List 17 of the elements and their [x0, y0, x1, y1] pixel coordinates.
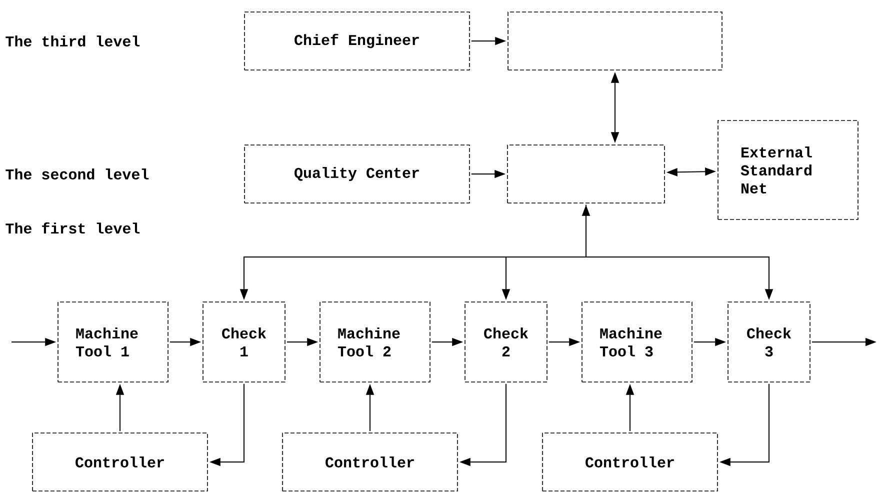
empty-box: [507, 144, 665, 204]
level-label: The third level: [6, 35, 140, 46]
process-box: Controller: [542, 432, 718, 492]
process-box: Controller: [32, 432, 208, 492]
level-label: The first level: [6, 222, 140, 234]
level-label: The second level: [6, 168, 149, 180]
process-box: Check 2: [464, 302, 548, 382]
process-box: Quality Center: [244, 144, 470, 204]
process-box: External Standard Net: [718, 120, 858, 220]
process-box: Machine Tool 3: [582, 302, 692, 382]
process-box: Machine Tool 2: [320, 302, 430, 382]
process-box: Check 1: [202, 302, 286, 382]
process-box: Controller: [282, 432, 458, 492]
process-box: Chief Engineer: [244, 12, 470, 70]
empty-box: [508, 12, 722, 70]
process-box: Machine Tool 1: [58, 302, 168, 382]
process-box: Check 3: [728, 302, 810, 382]
